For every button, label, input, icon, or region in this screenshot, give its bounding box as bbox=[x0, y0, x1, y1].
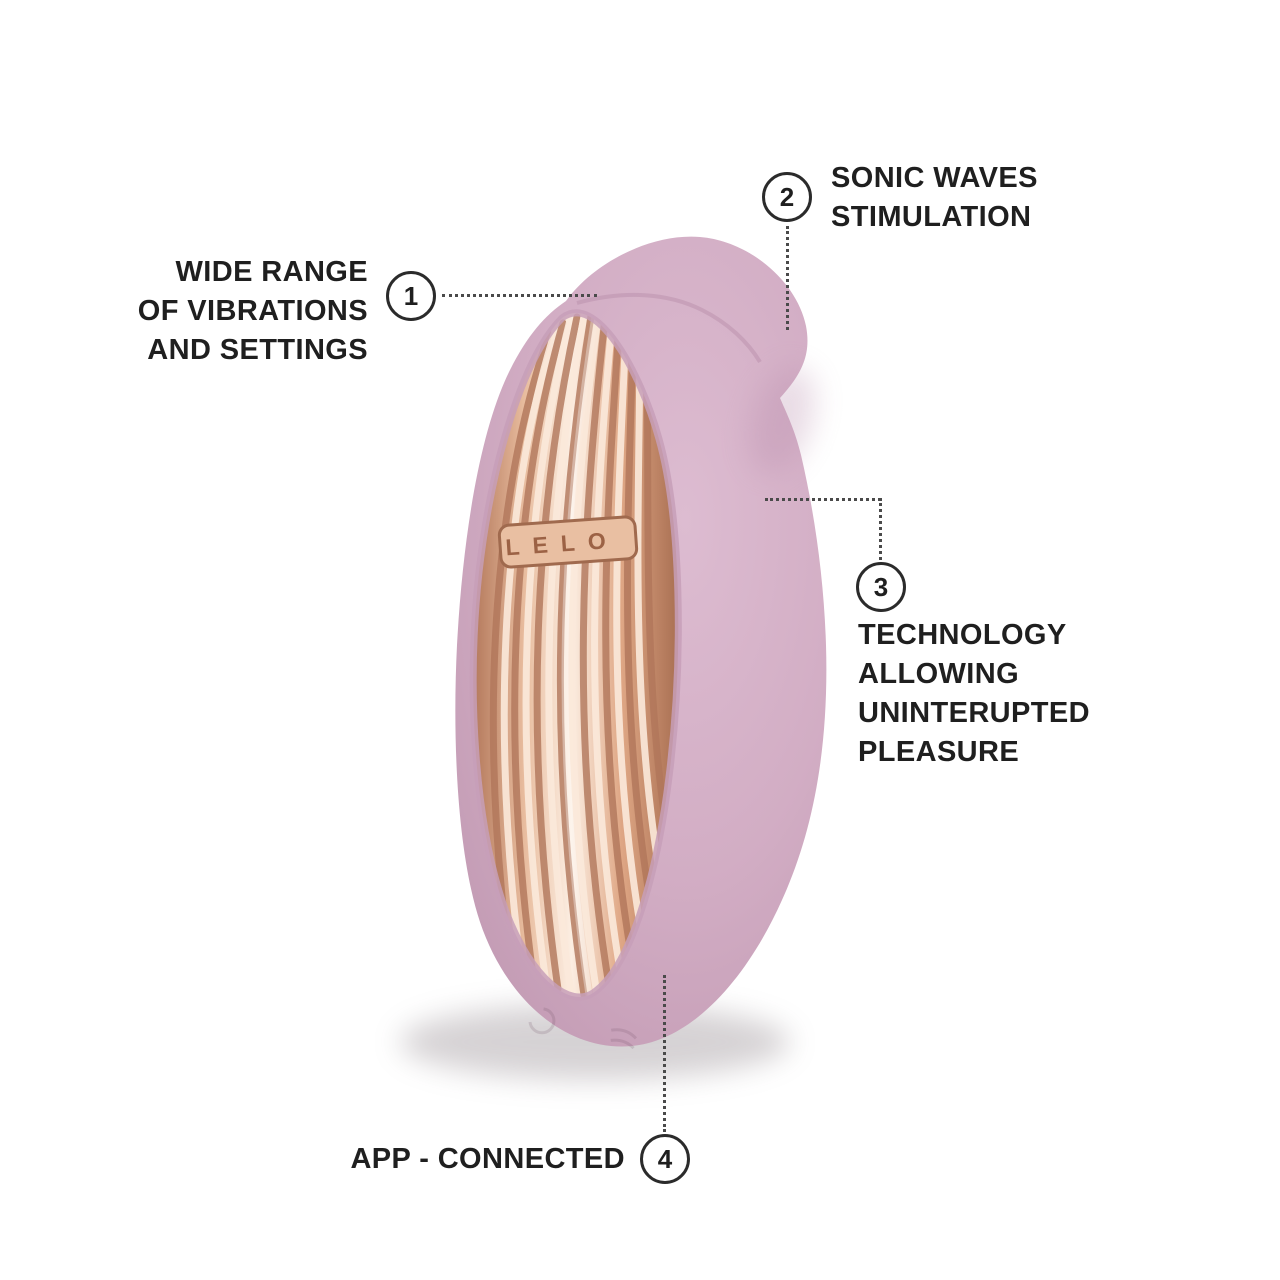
callout-4-connector-line bbox=[663, 975, 666, 1132]
callout-2-line-1: SONIC WAVES bbox=[831, 162, 1038, 194]
panel-rim bbox=[469, 309, 682, 1001]
callout-1-label: WIDE RANGE OF VIBRATIONS AND SETTINGS bbox=[138, 253, 368, 370]
callout-2-label: SONIC WAVES STIMULATION bbox=[831, 159, 1038, 237]
callout-3-connector-line-horizontal bbox=[765, 498, 881, 501]
callout-3-line-3: UNINTERUPTED bbox=[858, 697, 1090, 729]
callout-4-label: APP - CONNECTED bbox=[350, 1140, 625, 1179]
callout-2-line-2: STIMULATION bbox=[831, 201, 1032, 233]
callout-1-line-2: OF VIBRATIONS bbox=[137, 295, 368, 327]
callout-1-number-badge: 1 bbox=[386, 271, 436, 321]
callout-1-line-1: WIDE RANGE bbox=[175, 256, 368, 288]
callout-1-line-3: AND SETTINGS bbox=[147, 334, 368, 366]
mouth-shading bbox=[748, 366, 816, 474]
embossed-marks bbox=[528, 1007, 638, 1050]
callout-3-line-2: ALLOWING bbox=[858, 658, 1020, 690]
callout-1-connector-line bbox=[442, 294, 597, 297]
callout-3-connector-line-vertical bbox=[879, 498, 882, 560]
callout-2-connector-line bbox=[786, 226, 789, 330]
mouth-crease bbox=[576, 292, 762, 364]
callout-3-label: TECHNOLOGY ALLOWING UNINTERUPTED PLEASUR… bbox=[858, 616, 1090, 772]
callout-2-number-badge: 2 bbox=[762, 172, 812, 222]
callout-4-number-badge: 4 bbox=[640, 1134, 690, 1184]
panel-ribs bbox=[489, 312, 679, 997]
callout-3-number-badge: 3 bbox=[856, 562, 906, 612]
callout-4-line-1: APP - CONNECTED bbox=[350, 1143, 625, 1175]
callout-3-line-1: TECHNOLOGY bbox=[858, 619, 1067, 651]
lelo-logo-plate: LELO bbox=[497, 515, 639, 569]
callout-3-line-4: PLEASURE bbox=[858, 736, 1020, 768]
